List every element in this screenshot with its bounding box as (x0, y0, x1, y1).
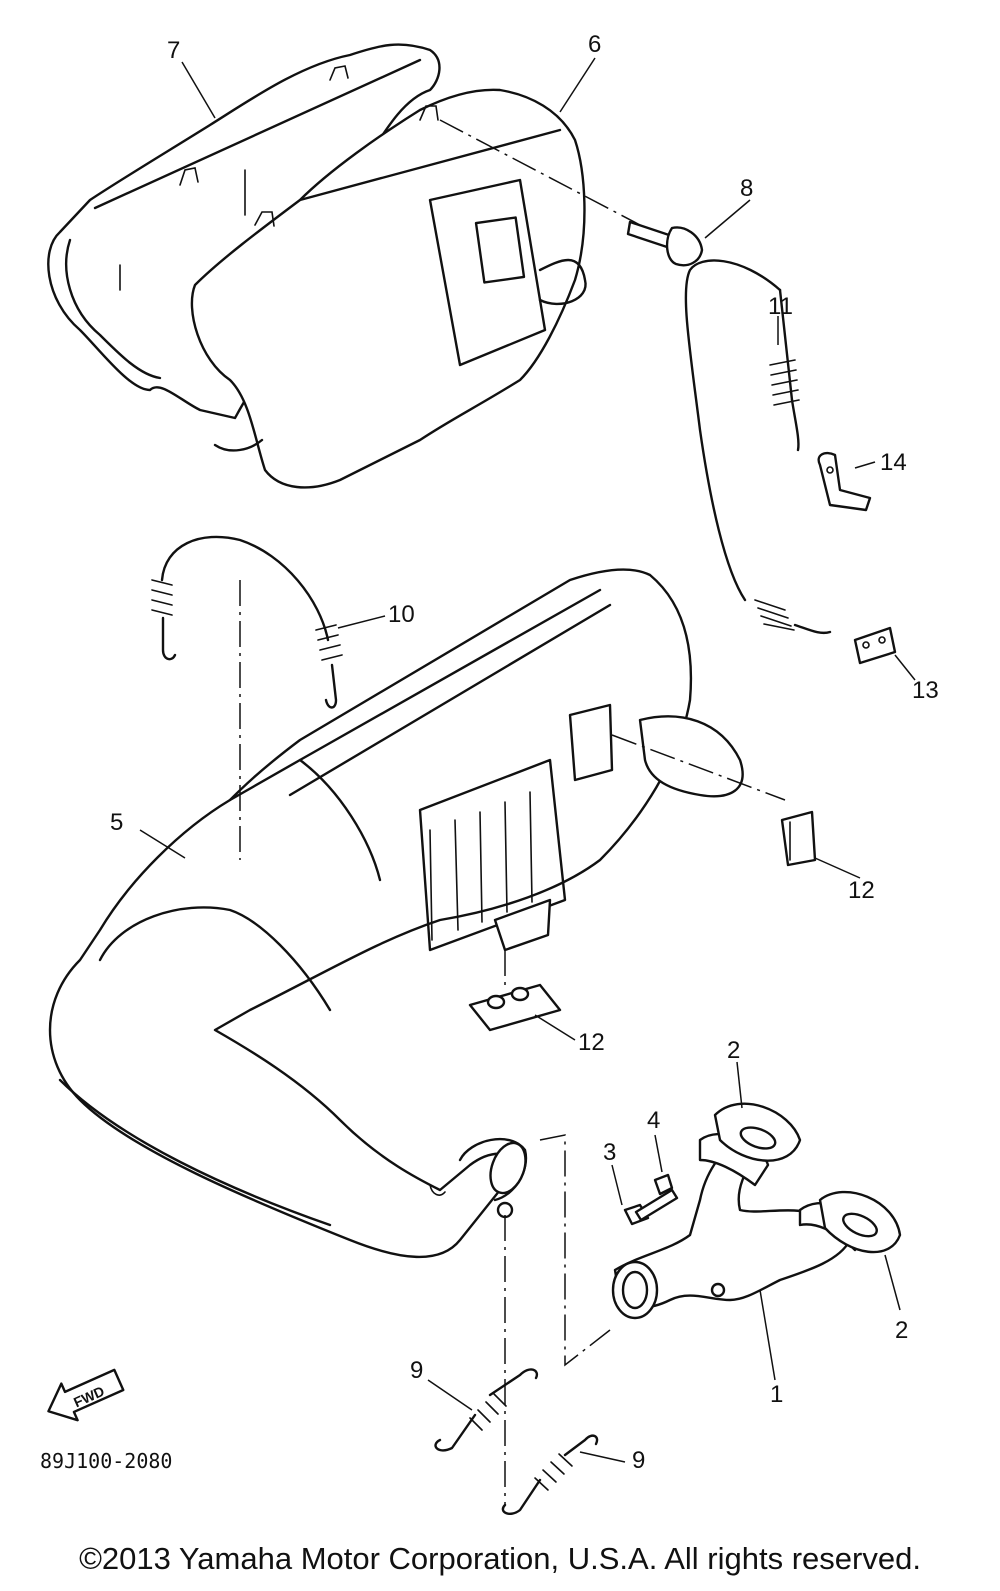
callout-14: 14 (880, 449, 907, 476)
callout-2-lower: 2 (895, 1317, 908, 1344)
spring-11 (684, 259, 832, 635)
exhaust-pipe-1 (539, 1132, 867, 1381)
spring-10 (151, 535, 343, 709)
heat-shield-inner-6 (190, 88, 587, 489)
fwd-arrow-icon: FWD (47, 1368, 125, 1422)
callout-13: 13 (912, 677, 939, 704)
bracket-14 (817, 451, 872, 512)
callout-10: 10 (388, 601, 415, 628)
bolt-3 (623, 1188, 679, 1226)
callout-12-lower: 12 (578, 1029, 605, 1056)
plate-12-upper (780, 810, 817, 867)
spring-9-upper (434, 1368, 539, 1452)
callout-6: 6 (588, 31, 601, 58)
callout-3: 3 (603, 1139, 616, 1166)
callout-9-upper: 9 (410, 1357, 423, 1384)
callout-11: 11 (768, 293, 793, 320)
plate-12-lower (468, 950, 562, 1032)
callout-7: 7 (167, 37, 180, 64)
gasket-2-upper (713, 1102, 802, 1162)
callout-12-upper: 12 (848, 877, 875, 904)
bolt-8 (439, 119, 704, 267)
callout-5: 5 (110, 809, 123, 836)
callout-8: 8 (740, 175, 753, 202)
plate-13 (853, 626, 897, 665)
exhaust-parts-diagram: 7 6 8 11 14 10 13 5 12 12 2 4 3 2 1 9 9 … (40, 31, 939, 1515)
gasket-2-lower (818, 1190, 902, 1254)
callout-4: 4 (647, 1107, 660, 1134)
callout-2-upper: 2 (727, 1037, 740, 1064)
spring-9-lower (501, 1215, 599, 1515)
callout-1: 1 (770, 1381, 783, 1408)
callout-9-lower: 9 (632, 1447, 645, 1474)
heat-shield-outer-7 (47, 43, 441, 420)
diagram-code: 89J100-2080 (40, 1449, 172, 1473)
callout-labels: 7 6 8 11 14 10 13 5 12 12 2 4 3 2 1 9 9 (110, 31, 939, 1474)
nut-4 (653, 1173, 674, 1196)
leader-lines (139, 57, 916, 1463)
muffler-5 (48, 568, 786, 1259)
copyright-notice: ©2013 Yamaha Motor Corporation, U.S.A. A… (79, 1541, 921, 1576)
